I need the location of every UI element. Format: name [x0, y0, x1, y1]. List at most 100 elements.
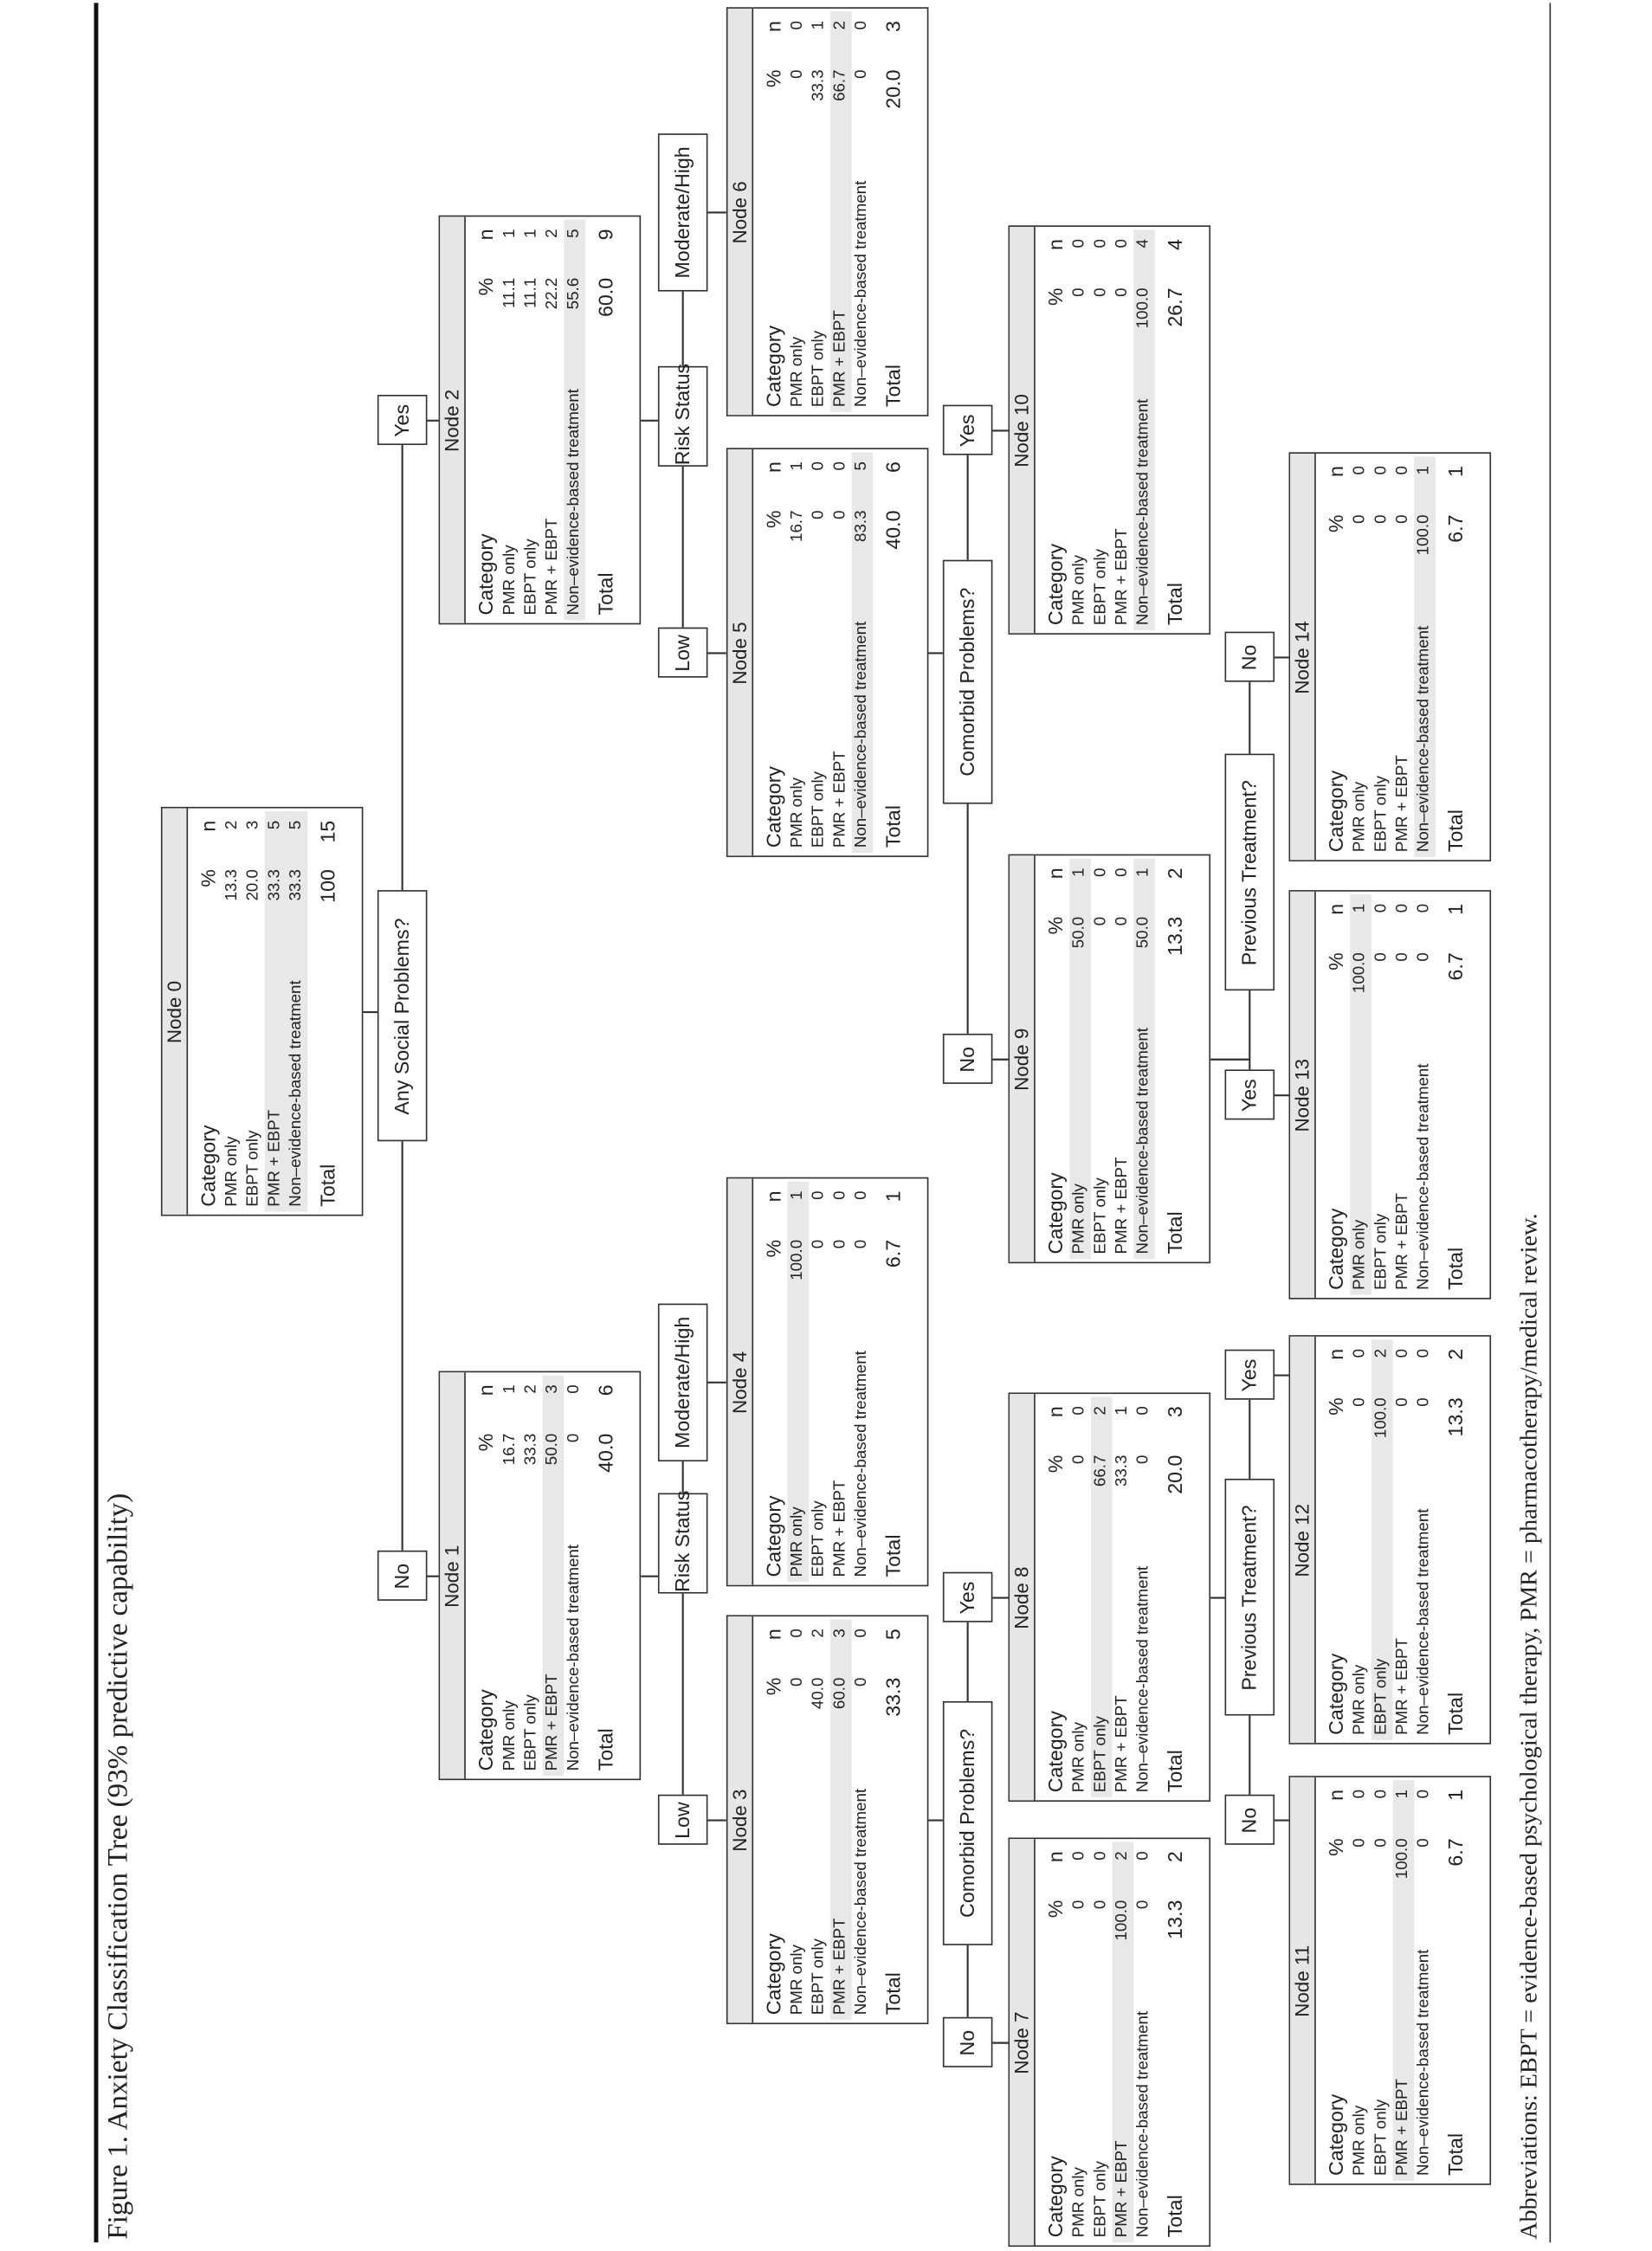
n-header: n [1043, 1406, 1067, 1418]
percent-cell: 0 [789, 1677, 806, 1687]
n-cell: 0 [1415, 903, 1433, 913]
total-label: Total [1443, 1692, 1468, 1735]
category-cell: PMR only [500, 545, 519, 616]
category-cell: PMR only [789, 1506, 806, 1577]
category-cell: PMR + EBPT [1394, 1192, 1411, 1290]
total-percent: 6.7 [1443, 952, 1468, 981]
n-cell: 1 [1113, 1406, 1131, 1416]
n-cell: 0 [1113, 239, 1131, 248]
split-variable-label: Risk Status [657, 364, 708, 467]
n-cell: 0 [831, 1190, 849, 1200]
n-cell: 0 [1351, 1348, 1369, 1358]
n-header: n [1324, 1348, 1347, 1360]
n-cell: 0 [1113, 868, 1131, 877]
category-cell: PMR only [789, 1945, 806, 2016]
category-cell: PMR + EBPT [1394, 1638, 1411, 1735]
category-cell: PMR only [789, 777, 806, 848]
table-header-row: Category%n [194, 812, 223, 1213]
category-cell: PMR only [223, 1136, 241, 1207]
total-percent: 20.0 [881, 69, 905, 109]
n-cell: 1 [1070, 868, 1088, 877]
total-label: Total [593, 572, 617, 616]
n-header: n [1043, 868, 1067, 880]
category-cell: PMR only [1351, 2105, 1369, 2177]
percent-cell: 60.0 [831, 1677, 849, 1710]
node-header: Node 6 [727, 9, 754, 416]
total-n: 9 [593, 229, 617, 241]
category-cell: Non–evidence-based treatment [565, 1544, 583, 1771]
total-percent: 6.7 [1443, 1838, 1468, 1867]
node-header: Node 11 [1290, 1777, 1316, 2184]
percent-header: % [1324, 514, 1347, 533]
category-cell: EBPT only [1372, 775, 1391, 853]
total-percent: 40.0 [881, 510, 905, 550]
percent-cell: 0 [1113, 916, 1131, 926]
branch-label: Yes [1224, 1070, 1275, 1121]
total-percent: 100 [316, 869, 339, 903]
category-cell: PMR only [1351, 1219, 1369, 1290]
branch-label: Yes [1224, 1350, 1275, 1401]
percent-cell: 11.1 [522, 277, 540, 308]
n-cell: 5 [287, 820, 305, 830]
total-n: 3 [1163, 1406, 1187, 1418]
abbreviations-note: Abbreviations: EBPT = evidence-based psy… [1515, 1213, 1543, 2240]
n-cell: 1 [1394, 1789, 1411, 1799]
n-cell: 0 [1070, 1851, 1088, 1861]
total-label: Total [1163, 2195, 1187, 2238]
percent-cell: 0 [1070, 1454, 1088, 1465]
total-percent: 40.0 [593, 1433, 617, 1473]
category-cell: EBPT only [810, 1938, 828, 2016]
table-header-row: Category%n [471, 1376, 500, 1777]
total-percent: 13.3 [1163, 916, 1187, 956]
n-cell: 2 [831, 21, 849, 30]
category-cell: Non–evidence-based treatment [853, 1351, 870, 1577]
total-percent: 60.0 [593, 277, 617, 318]
table-header-row: Category%n [1041, 859, 1069, 1260]
n-cell: 0 [1394, 1348, 1411, 1358]
table-header-row: Category%n [1041, 230, 1069, 631]
node-header: Node 2 [440, 217, 466, 624]
node-header: Node 0 [162, 809, 189, 1216]
category-cell: EBPT only [1372, 1213, 1391, 1290]
table-header-row: Category%n [1041, 1842, 1069, 2243]
total-row: Total 60.0 9 [591, 221, 620, 622]
n-cell: 0 [1415, 1789, 1433, 1799]
percent-cell: 0 [1351, 1397, 1369, 1407]
total-percent: 33.3 [881, 1677, 905, 1717]
category-cell: EBPT only [1092, 2161, 1110, 2238]
percent-cell: 100.0 [1415, 514, 1433, 556]
category-header: Category [1324, 1208, 1347, 1290]
category-header: Category [1324, 1653, 1347, 1735]
category-cell: Non–evidence-based treatment [853, 1788, 870, 2016]
category-cell: PMR + EBPT [1113, 1695, 1131, 1793]
category-header: Category [1043, 2156, 1067, 2238]
